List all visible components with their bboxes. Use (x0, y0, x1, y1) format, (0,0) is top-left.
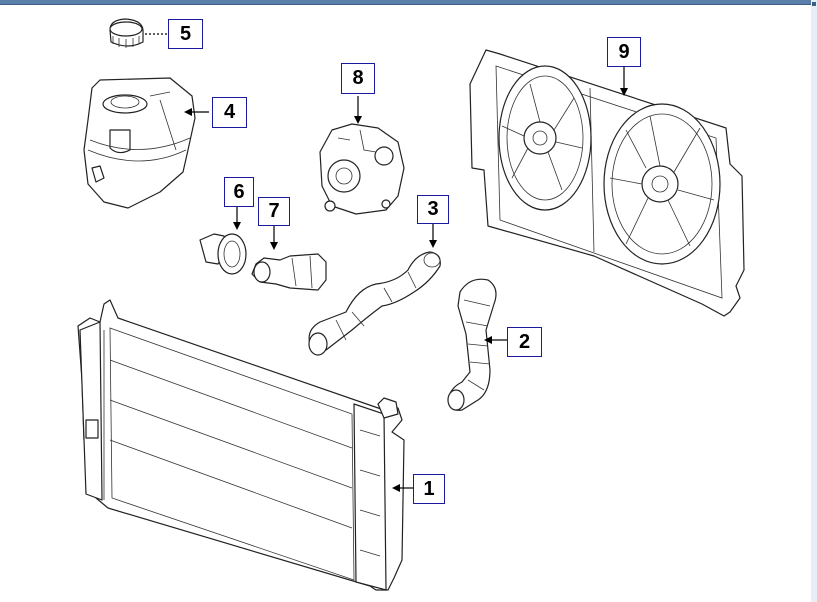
callout-7[interactable]: 7 (258, 197, 290, 226)
callout-4[interactable]: 4 (212, 97, 247, 128)
callout-1[interactable]: 1 (413, 474, 445, 504)
lower-radiator-hose[interactable] (447, 278, 497, 411)
callout-9[interactable]: 9 (607, 37, 641, 67)
thermostat-housing[interactable] (251, 253, 327, 291)
water-pump[interactable] (319, 123, 405, 215)
callout-3[interactable]: 3 (417, 195, 449, 224)
callout-2[interactable]: 2 (507, 327, 542, 357)
scrollbar[interactable] (811, 0, 817, 602)
thermostat[interactable] (199, 233, 247, 275)
radiator[interactable] (77, 299, 405, 591)
cooling-fan-assembly[interactable] (469, 49, 745, 317)
coolant-reservoir[interactable] (83, 77, 196, 209)
upper-radiator-hose[interactable] (308, 251, 441, 356)
radiator-cap[interactable] (109, 18, 144, 48)
callout-8[interactable]: 8 (341, 63, 375, 94)
window-top-bar (0, 0, 817, 5)
callout-5[interactable]: 5 (168, 19, 203, 49)
callout-6[interactable]: 6 (224, 177, 254, 207)
